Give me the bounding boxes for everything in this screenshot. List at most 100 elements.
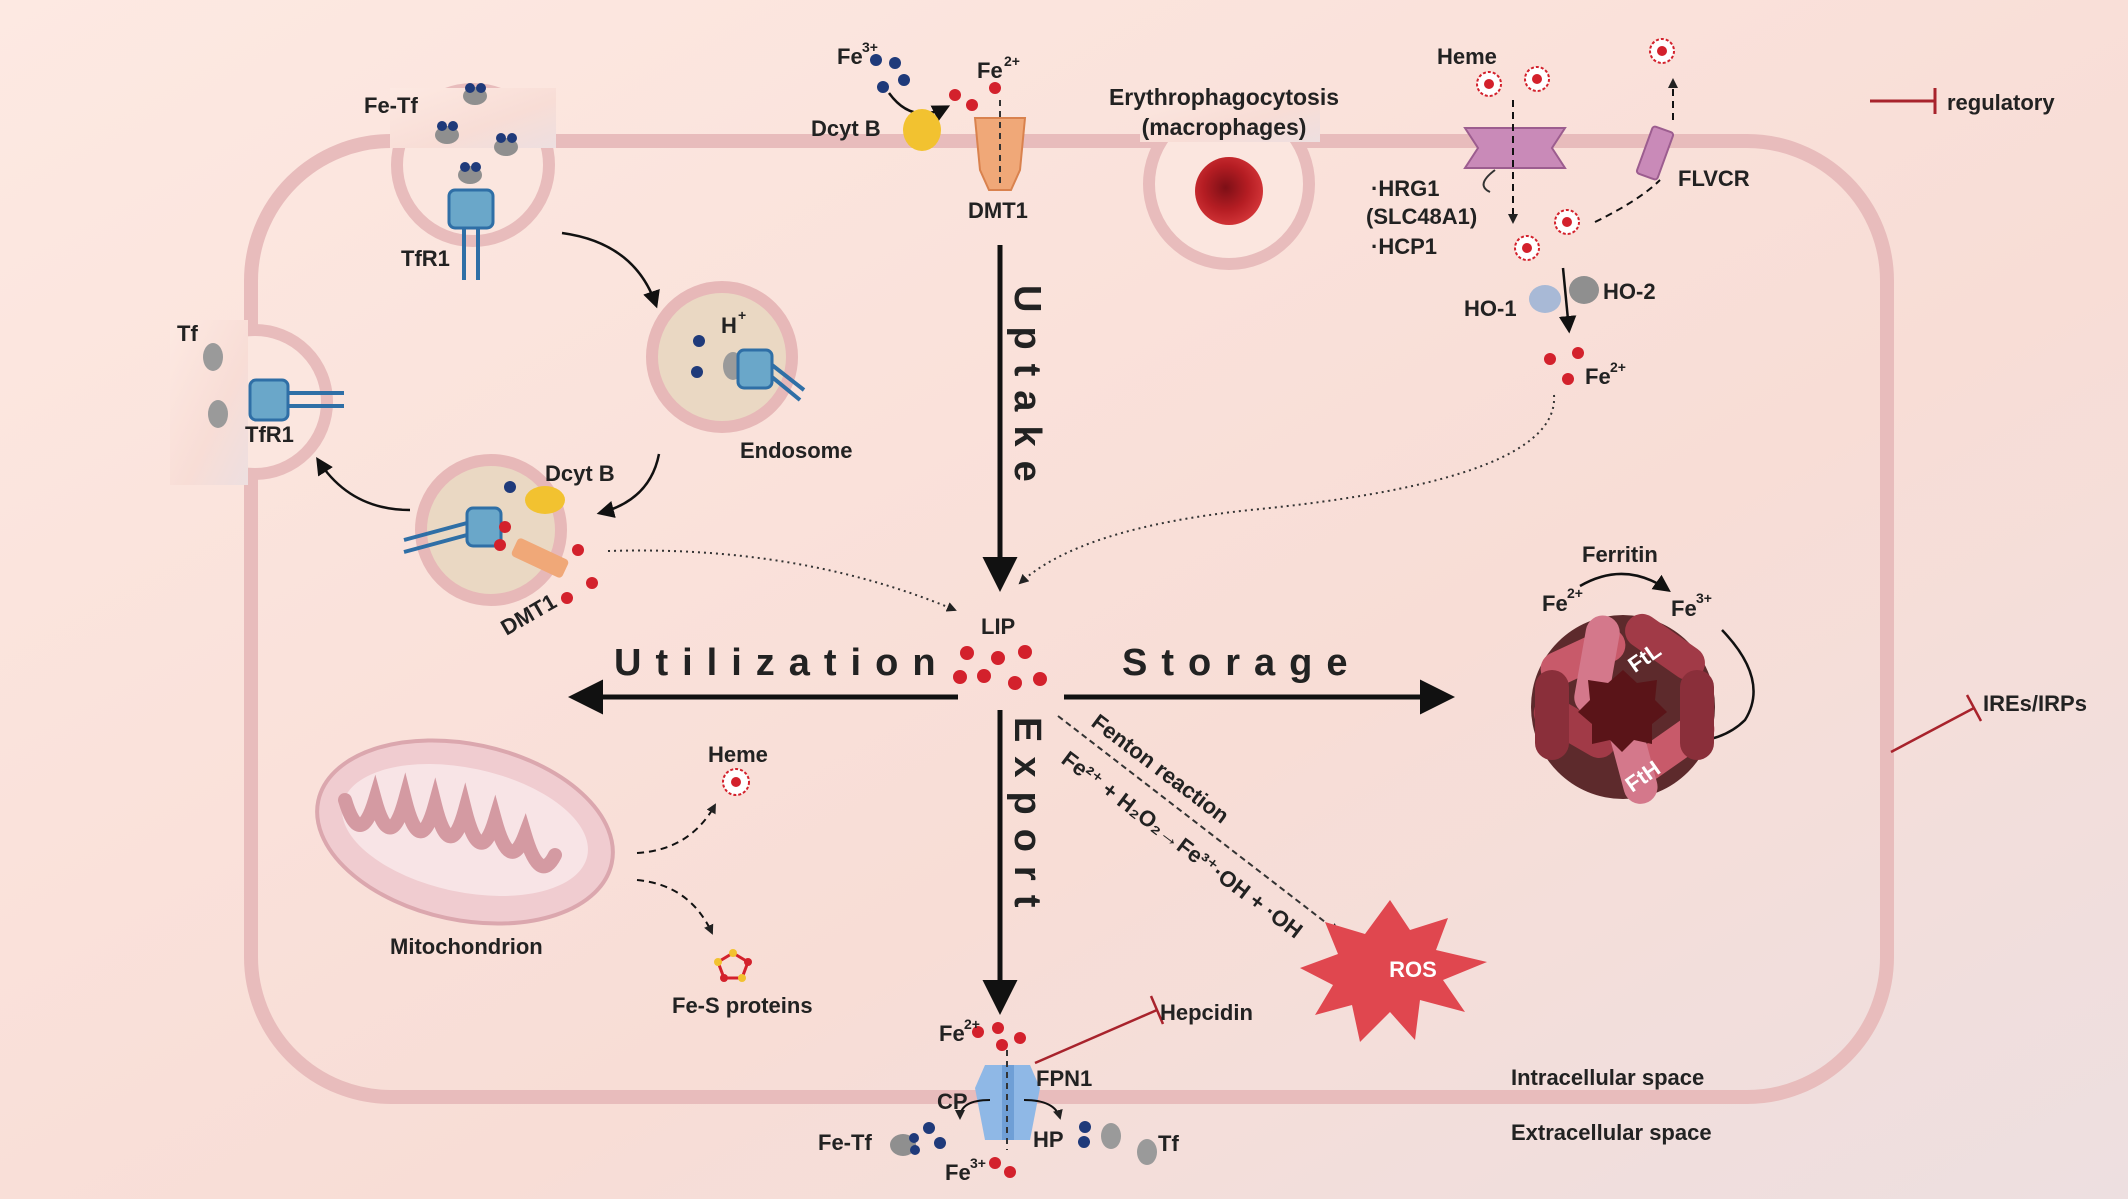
- ferritin-label: Ferritin: [1582, 542, 1658, 567]
- mitochondrion-label: Mitochondrion: [390, 934, 543, 959]
- dmt1-top-label: DMT1: [968, 198, 1028, 223]
- hrg1-label: ·HRG1: [1371, 176, 1439, 201]
- h-plus-label: H: [721, 313, 737, 338]
- arrow-endosome-to-acidic: [596, 453, 661, 518]
- mitochondrion: [315, 738, 615, 926]
- ferritin-fe2-label: Fe: [1542, 591, 1568, 616]
- fe2-top-label: Fe: [977, 58, 1003, 83]
- tfr1-top-label: TfR1: [401, 246, 450, 271]
- apo-tf-left: [203, 343, 228, 428]
- endosome: [646, 281, 806, 433]
- arrow-mito-to-heme: [636, 803, 716, 854]
- slc48a1-label: (SLC48A1): [1366, 204, 1477, 229]
- erythrophagocytosis-label: Erythrophagocytosis: [1109, 84, 1339, 110]
- fpn1-transporter: [975, 1050, 1040, 1150]
- arrow-recycle-to-membrane: [316, 457, 411, 512]
- ho2-enzyme: [1569, 276, 1599, 304]
- macrophages-label: (macrophages): [1142, 114, 1307, 140]
- heme-mid-label: Heme: [708, 742, 768, 767]
- ferritin-fe3-sup: 3+: [1696, 590, 1712, 606]
- fe3-bottom-sup: 3+: [970, 1155, 986, 1171]
- regulatory-label: regulatory: [1947, 90, 2055, 115]
- fe2-right-label: Fe: [1585, 364, 1611, 389]
- endosome-label: Endosome: [740, 438, 852, 463]
- regulatory-legend: regulatory: [1870, 88, 2055, 115]
- heme-molecules-top: [1476, 38, 1675, 261]
- flvcr-exporter: [1635, 125, 1675, 181]
- tfr1-left-label: TfR1: [245, 422, 294, 447]
- dcytb-left-label: Dcyt B: [545, 461, 615, 486]
- hp-oxidation-arrow: [1023, 1099, 1063, 1120]
- hepcidin-label: Hepcidin: [1160, 1000, 1253, 1025]
- tfr1-receptor-top: [447, 188, 495, 280]
- dcytb-top-enzyme: [903, 109, 941, 151]
- fe-tf-top-label: Fe-Tf: [364, 93, 418, 118]
- arrow-mito-to-fes: [636, 879, 714, 935]
- heme-molecule-mid: [722, 768, 750, 796]
- dotted-arrow-endosome-to-lip: [607, 549, 957, 612]
- fe2-bottom-sup: 2+: [964, 1016, 980, 1032]
- ho1-enzyme: [1529, 285, 1561, 313]
- fenton-arrow: [1057, 715, 1340, 934]
- acidified-endosome: [403, 454, 569, 606]
- ferritin-fe2-sup: 2+: [1567, 585, 1583, 601]
- ho2-label: HO-2: [1603, 279, 1656, 304]
- red-blood-cell: [1195, 157, 1263, 225]
- extracellular-space-label: Extracellular space: [1511, 1120, 1712, 1145]
- ferritin-fe3-label: Fe: [1671, 596, 1697, 621]
- lip-label: LIP: [981, 614, 1015, 639]
- uptake-label: Uptake: [1006, 285, 1048, 496]
- fes-cluster-icon: [714, 949, 752, 982]
- h-plus-sup: +: [738, 307, 746, 323]
- heme-top-label: Heme: [1437, 44, 1497, 69]
- ho1-label: HO-1: [1464, 296, 1517, 321]
- dmt1-top-transporter: [973, 117, 1027, 191]
- fe3-top-sup: 3+: [862, 39, 878, 55]
- hrg1-transporter: [1463, 127, 1567, 169]
- fe-tf-bottom-label: Fe-Tf: [818, 1130, 872, 1155]
- tf-left-label: Tf: [177, 321, 198, 346]
- cp-oxidation-arrow: [955, 1099, 991, 1120]
- dotted-arrow-heme-to-lip: [1018, 394, 1556, 585]
- heme-degradation-arrow: [1558, 267, 1577, 334]
- tf-bottom-label: Tf: [1158, 1131, 1179, 1156]
- flvcr-label: FLVCR: [1678, 166, 1750, 191]
- fe-tf-particles-top: [435, 83, 518, 184]
- fe2-dots-right: [1544, 347, 1584, 385]
- hepcidin-inhibitor: [1034, 995, 1165, 1065]
- tfr1-receptor-left: [248, 378, 344, 422]
- fes-proteins-label: Fe-S proteins: [672, 993, 813, 1018]
- fe3-dots-bottom: [923, 1121, 1091, 1178]
- ferritin-cage: [1531, 613, 1715, 804]
- ires-irps-label: IREs/IRPs: [1983, 691, 2087, 716]
- fe2-bottom-label: Fe: [939, 1021, 965, 1046]
- ros-label: ROS: [1389, 957, 1437, 982]
- cell-membrane: [244, 134, 1894, 1104]
- arrow-pit-to-endosome: [561, 231, 660, 309]
- ires-irps-inhibitor: [1890, 694, 1983, 754]
- dcytb-top-label: Dcyt B: [811, 116, 881, 141]
- fe3-top-label: Fe: [837, 44, 863, 69]
- hrg1-pointer: [1482, 169, 1496, 193]
- intracellular-space-label: Intracellular space: [1511, 1065, 1704, 1090]
- ferritin-oxidation-arrow: [1579, 572, 1671, 593]
- fe3-dots-top: [870, 54, 910, 93]
- lip-iron-pool: [953, 645, 1047, 690]
- utilization-label: Utilization: [614, 642, 950, 684]
- fe2-dots-top: [949, 82, 1001, 111]
- hcp1-label: ·HCP1: [1371, 234, 1437, 259]
- hp-label: HP: [1033, 1127, 1064, 1152]
- cp-label: CP: [937, 1089, 968, 1114]
- iron-dots-endosome-exit: [561, 544, 598, 604]
- fpn1-label: FPN1: [1036, 1066, 1092, 1091]
- fe-tf-bottom-particle: [890, 1133, 920, 1156]
- tf-bottom-particles: [1101, 1123, 1157, 1165]
- fe2-dots-bottom: [972, 1022, 1026, 1051]
- fe2-right-sup: 2+: [1610, 359, 1626, 375]
- fe2-top-sup: 2+: [1004, 53, 1020, 69]
- export-label: Export: [1006, 717, 1048, 921]
- ros-burst: [1300, 900, 1487, 1042]
- fe3-bottom-label: Fe: [945, 1160, 971, 1185]
